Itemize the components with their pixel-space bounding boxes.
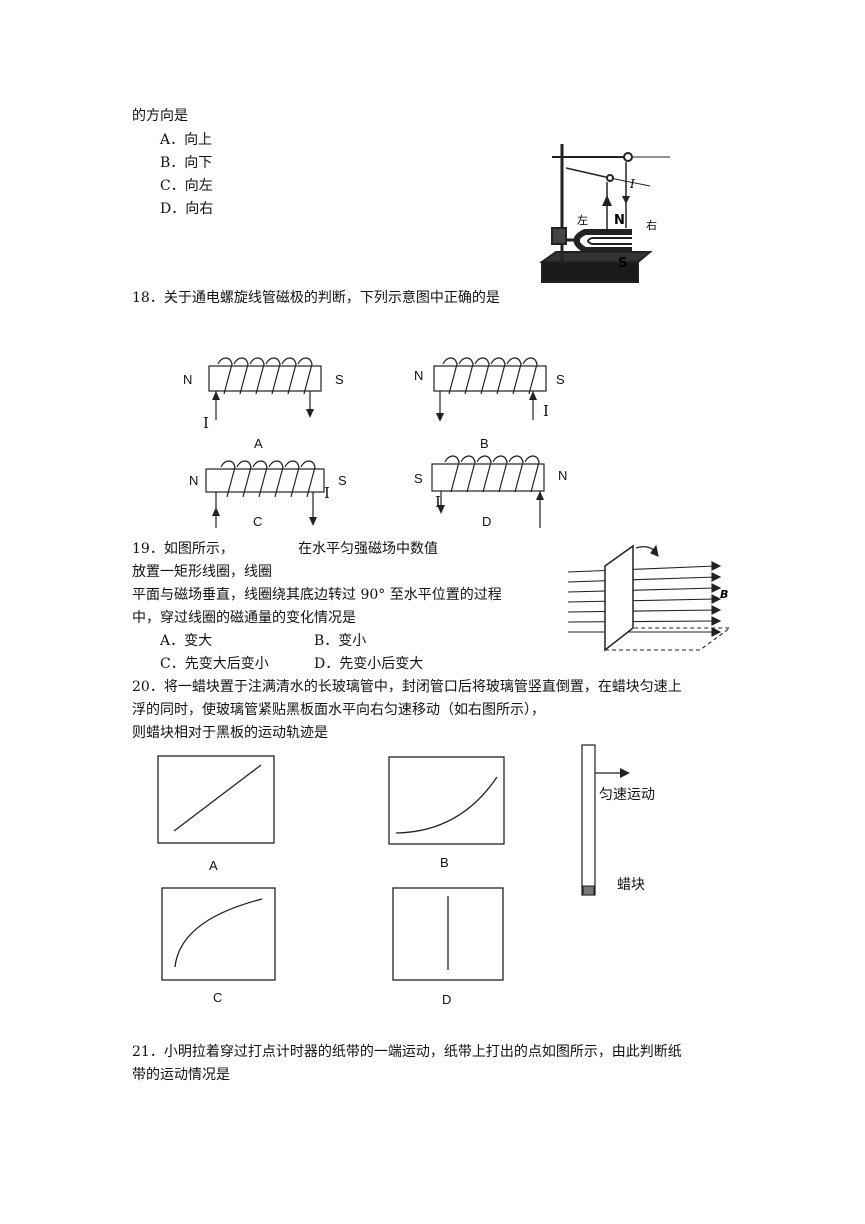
q18-c-current: I (324, 484, 330, 502)
q18-c-left-pole: N (189, 473, 199, 488)
q19-line4: 中，穿过线圈的磁通量的变化情况是 (132, 610, 356, 626)
q18-d-label: D (482, 514, 492, 529)
q18-b-label: B (480, 436, 489, 451)
q20-label-a: A (209, 858, 218, 873)
q20-option-b-trajectory (395, 776, 498, 834)
q18-diagram-b (433, 357, 547, 422)
q19-field-label: B (720, 588, 728, 601)
q18-a-left-pole: N (183, 372, 193, 387)
q20-option-d-box (392, 887, 504, 981)
q20-option-c-box (161, 887, 276, 981)
q20-label-b: B (440, 855, 449, 870)
q17-label-n: N (614, 213, 625, 228)
q18-c-right-pole: S (338, 473, 347, 488)
q19-line1a: 19．如图所示， (132, 541, 234, 557)
q19-option-a: A．变大 (160, 633, 213, 649)
q18-b-current: I (543, 402, 549, 420)
q20-option-a-trajectory (173, 764, 262, 832)
q21-line2: 带的运动情况是 (132, 1067, 230, 1083)
q19-line1b: 在水平匀强磁场中数值 (298, 541, 438, 557)
q19-option-d: D．先变小后变大 (314, 656, 424, 672)
q18-d-left-pole: S (414, 471, 423, 486)
q20-option-a-box (157, 755, 275, 844)
q20-label-d: D (442, 992, 452, 1007)
q18-stem: 18．关于通电螺旋线管磁极的判断，下列示意图中正确的是 (132, 290, 500, 306)
q21-line1: 21．小明拉着穿过打点计时器的纸带的一端运动，纸带上打出的点如图所示，由此判断纸 (132, 1044, 682, 1060)
q20-glass-tube (581, 744, 596, 896)
q18-a-right-pole: S (335, 372, 344, 387)
q18-b-right-pole: S (556, 372, 565, 387)
q18-diagram-a (208, 357, 322, 420)
q17-label-current: I (629, 177, 635, 191)
q20-label-c: C (213, 990, 223, 1005)
q20-wax-block (582, 885, 595, 896)
q20-line2: 浮的同时，使玻璃管紧贴黑板面水平向右匀速移动（如右图所示）， (132, 702, 545, 718)
q18-d-current: I (435, 493, 441, 511)
q17-stem-tail: 的方向是 (132, 108, 188, 124)
q18-a-label: A (254, 436, 263, 451)
q18-a-current: I (203, 414, 209, 432)
q19-line3: 平面与磁场垂直，线圈绕其底边转过 90° 至水平位置的过程 (132, 587, 502, 603)
q17-option-c: C．向左 (160, 178, 213, 194)
q20-line3: 则蜡块相对于黑板的运动轨迹是 (132, 725, 328, 741)
q20-tube-motion-label: 匀速运动 (599, 787, 655, 803)
q18-c-label: C (253, 514, 263, 529)
q19-line2: 放置一矩形线圈，线圈 (132, 564, 272, 580)
q18-diagram-c (205, 460, 325, 528)
q17-option-d: D．向右 (160, 201, 214, 217)
q17-label-left: 左 (577, 214, 588, 227)
q20-option-c-trajectory (174, 898, 263, 968)
q20-line1: 20．将一蜡块置于注满清水的长玻璃管中，封闭管口后将玻璃管竖直倒置，在蜡块匀速上 (132, 679, 682, 695)
q19-option-b: B．变小 (314, 633, 367, 649)
q18-d-right-pole: N (558, 468, 568, 483)
q19-option-c: C．先变大后变小 (160, 656, 269, 672)
q20-wax-label: 蜡块 (617, 877, 645, 893)
q17-option-b: B．向下 (160, 155, 213, 171)
q20-option-b-box (388, 756, 505, 845)
q17-label-right: 右 (646, 218, 657, 232)
q18-b-left-pole: N (414, 368, 424, 383)
q17-option-a: A．向上 (160, 132, 213, 148)
q17-label-s: S (618, 256, 627, 271)
